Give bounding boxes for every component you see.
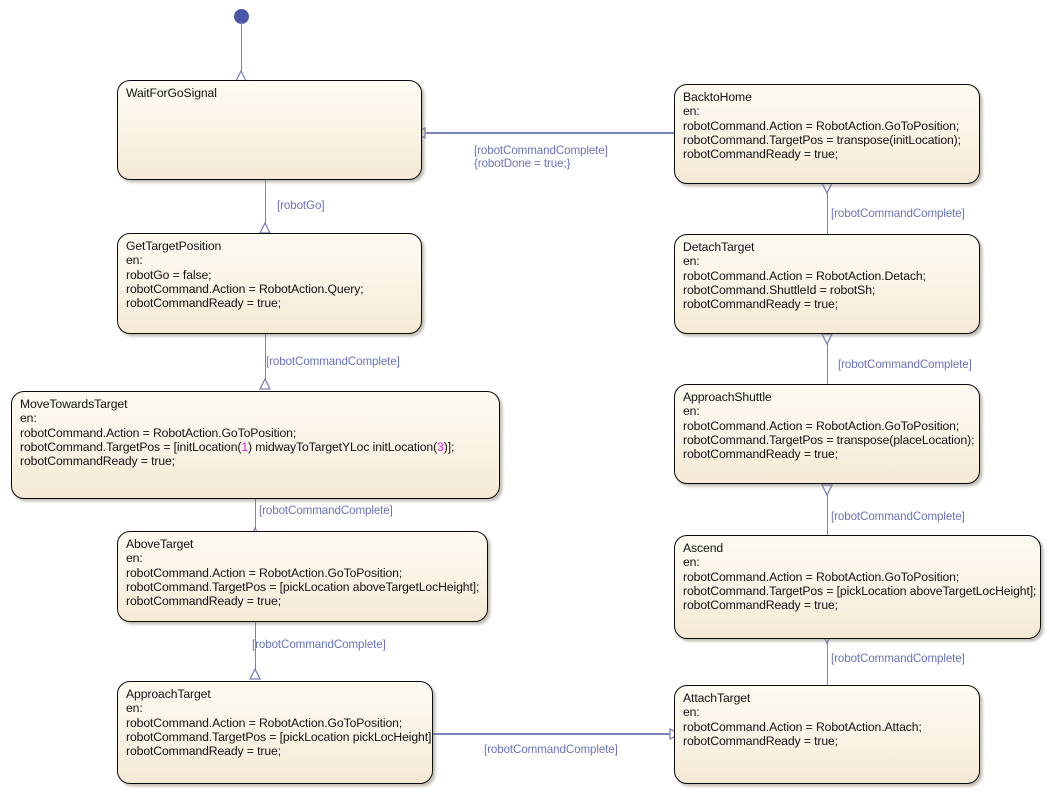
state-action-line: robotCommand.TargetPos = [pickLocation a…: [126, 580, 480, 595]
state-action-line: robotCommandReady = true;: [126, 744, 282, 759]
transition-line-backtohome-to-waitforgosignal[interactable]: [426, 132, 674, 134]
state-action-line: en:: [126, 701, 143, 716]
transition-label-text-line2: {robotDone = true;}: [474, 157, 571, 171]
state-name: DetachTarget: [683, 240, 755, 254]
transition-label-text: [robotCommandComplete]: [831, 652, 965, 665]
state-name: MoveTowardsTarget: [20, 397, 128, 411]
state-action-line: robotCommandReady = true;: [683, 147, 839, 162]
state-action-line: robotCommandReady = true;: [683, 734, 839, 749]
state-action-line: robotCommand.TargetPos = transpose(initL…: [683, 133, 961, 148]
state-action-line: robotCommandReady = true;: [126, 296, 282, 311]
transition-line-gettargetposition-to-movetowardstarget[interactable]: [264, 334, 267, 382]
state-backtohome[interactable]: BacktoHome en: robotCommand.Action = Rob…: [674, 84, 980, 184]
transition-label-approachshuttle-to-detachtarget: [robotCommandComplete]: [838, 358, 972, 371]
transition-label-text: [robotCommandComplete]: [266, 355, 400, 368]
transition-label-ascend-to-approachshuttle: [robotCommandComplete]: [831, 510, 965, 523]
state-name: ApproachShuttle: [683, 390, 772, 404]
transition-line-approachtarget-to-attachtarget[interactable]: [432, 733, 670, 735]
transition-line-movetowardstarget-to-abovetarget[interactable]: [254, 499, 257, 531]
transition-label-movetowardstarget-to-abovetarget: [robotCommandComplete]: [259, 504, 393, 517]
transition-label-text-line1: [robotCommandComplete]: [474, 144, 608, 157]
transition-label-waitforgosignal-to-gettargetposition: [robotGo]: [277, 199, 325, 212]
state-detachtarget[interactable]: DetachTarget en: robotCommand.Action = R…: [674, 234, 980, 334]
state-action-line: en:: [683, 705, 700, 720]
state-approachshuttle[interactable]: ApproachShuttle en: robotCommand.Action …: [674, 384, 980, 484]
numeric-literal: 3: [437, 440, 444, 455]
transition-line-attachtarget-to-ascend[interactable]: [826, 640, 829, 685]
state-action-line: en:: [126, 551, 143, 566]
state-action-line: robotCommandReady = true;: [683, 297, 839, 312]
state-action-line: robotCommandReady = true;: [683, 598, 839, 613]
state-action-line: robotCommand.Action = RobotAction.GoToPo…: [683, 569, 960, 584]
transition-label-attachtarget-to-ascend: [robotCommandComplete]: [831, 652, 965, 665]
state-abovetarget[interactable]: AboveTarget en: robotCommand.Action = Ro…: [117, 531, 488, 622]
state-action-line: en:: [20, 411, 37, 426]
state-waitforgosignal[interactable]: WaitForGoSignal: [117, 80, 422, 180]
transition-label-backtohome-to-waitforgosignal: [robotCommandComplete] {robotDone = true…: [474, 144, 608, 171]
state-attachtarget[interactable]: AttachTarget en: robotCommand.Action = R…: [674, 685, 980, 784]
state-name: AboveTarget: [126, 537, 194, 551]
state-approachtarget[interactable]: ApproachTarget en: robotCommand.Action =…: [117, 681, 433, 784]
transition-line-ascend-to-approachshuttle[interactable]: [826, 492, 829, 536]
transition-label-approachtarget-to-attachtarget: [robotCommandComplete]: [484, 743, 618, 756]
transition-line-abovetarget-to-approachtarget[interactable]: [254, 622, 257, 672]
state-movetowardstarget[interactable]: MoveTowardsTarget en: robotCommand.Actio…: [11, 391, 500, 499]
transition-label-text: [robotCommandComplete]: [484, 743, 618, 756]
transition-label-gettargetposition-to-movetowardstarget: [robotCommandComplete]: [266, 355, 400, 368]
state-name: BacktoHome: [683, 90, 752, 104]
transition-label-text: [robotCommandComplete]: [831, 510, 965, 523]
state-action-line: robotCommand.Action = RobotAction.GoToPo…: [683, 418, 960, 433]
state-action-line-targetpos: robotCommand.TargetPos = [initLocation(1…: [20, 440, 455, 455]
transition-line-waitforgosignal-to-gettargetposition[interactable]: [264, 180, 267, 228]
transition-label-text: [robotCommandComplete]: [831, 207, 965, 220]
state-action-line: robotCommandReady = true;: [126, 594, 282, 609]
state-action-line: robotCommandReady = true;: [683, 447, 839, 462]
transition-line-detachtarget-to-backtohome[interactable]: [826, 190, 829, 234]
numeric-literal: 1: [241, 440, 249, 455]
transition-label-text: [robotCommandComplete]: [259, 504, 393, 517]
state-action-line: en:: [683, 555, 700, 570]
state-action-line: robotCommand.Action = RobotAction.GoToPo…: [126, 715, 403, 730]
state-action-line: en:: [683, 254, 700, 269]
state-name: AttachTarget: [683, 691, 751, 705]
transition-label-text: [robotGo]: [277, 199, 325, 212]
state-action-line: robotCommand.ShuttleId = robotSh;: [683, 283, 876, 298]
state-action-line: robotCommand.TargetPos = [pickLocation p…: [126, 730, 433, 745]
state-gettargetposition[interactable]: GetTargetPosition en: robotGo = false; r…: [117, 233, 422, 334]
transition-line-approachshuttle-to-detachtarget[interactable]: [826, 340, 829, 384]
state-action-line: robotCommandReady = true;: [20, 454, 176, 469]
state-name: ApproachTarget: [126, 687, 211, 701]
transition-line-initial-to-waitforgosignal[interactable]: [240, 22, 243, 78]
state-action-line: en:: [683, 404, 700, 419]
state-action-line: en:: [683, 104, 700, 119]
state-action-line: robotCommand.TargetPos = [pickLocation a…: [683, 584, 1037, 599]
state-action-line: robotCommand.Action = RobotAction.GoToPo…: [126, 565, 403, 580]
state-action-line: robotCommand.Action = RobotAction.Query;: [126, 282, 364, 297]
state-name: GetTargetPosition: [126, 239, 222, 253]
state-name: Ascend: [683, 541, 724, 555]
state-action-line: robotCommand.Action = RobotAction.Attach…: [683, 719, 922, 734]
state-action-line: robotCommand.Action = RobotAction.GoToPo…: [20, 425, 297, 440]
transition-label-detachtarget-to-backtohome: [robotCommandComplete]: [831, 207, 965, 220]
state-action-line: robotCommand.TargetPos = transpose(place…: [683, 433, 975, 448]
state-action-line: robotGo = false;: [126, 267, 212, 282]
transition-label-text: [robotCommandComplete]: [252, 638, 386, 651]
state-ascend[interactable]: Ascend en: robotCommand.Action = RobotAc…: [674, 535, 1041, 639]
transition-label-abovetarget-to-approachtarget: [robotCommandComplete]: [252, 638, 386, 651]
state-action-line: en:: [126, 253, 143, 268]
initial-state-node[interactable]: [234, 9, 249, 24]
state-name: WaitForGoSignal: [126, 86, 217, 100]
state-action-line: robotCommand.Action = RobotAction.GoToPo…: [683, 118, 960, 133]
state-action-line: robotCommand.Action = RobotAction.Detach…: [683, 268, 926, 283]
transition-label-text: [robotCommandComplete]: [838, 358, 972, 371]
